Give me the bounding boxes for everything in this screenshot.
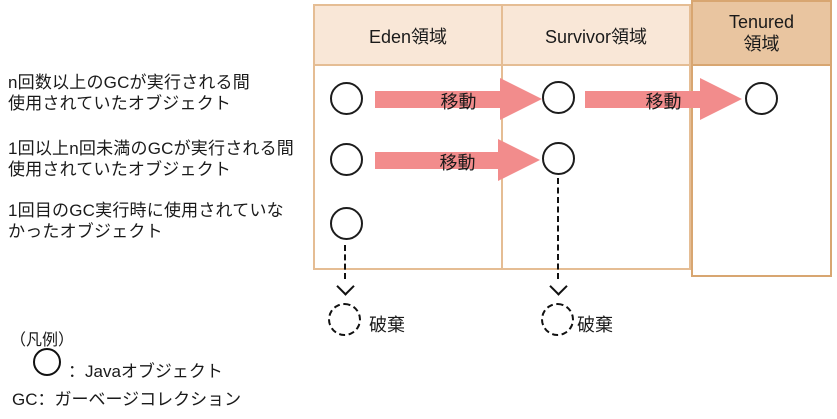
move-arrow-eden-to-survivor-row1: 移動: [375, 78, 542, 120]
legend-title: （凡例）: [10, 332, 75, 349]
eden-survivor-table: Eden領域 Survivor領域: [313, 4, 691, 270]
move-arrow-eden-to-survivor-row2: 移動: [375, 139, 540, 181]
tenured-header: Tenured 領域: [693, 2, 830, 66]
survivor-header: Survivor領域: [544, 27, 647, 47]
discard-dashed-line-survivor: [557, 178, 559, 279]
discard-label-survivor: 破棄: [577, 315, 613, 335]
legend-java-object-label: ：Javaオブジェクト: [68, 362, 223, 381]
tenured-column: Tenured 領域: [691, 0, 832, 277]
arrow-body: [375, 152, 498, 169]
legend-gc-label: GC：ガーベージコレクション: [12, 390, 242, 409]
arrow-head-icon: [500, 78, 542, 120]
move-arrow-label: 移動: [440, 92, 477, 112]
java-object-circle-row3-eden: [330, 207, 363, 240]
java-object-icon: [33, 348, 61, 376]
arrow-head-icon: [700, 78, 742, 120]
arrow-body: [375, 91, 500, 108]
java-object-circle-row2-eden: [330, 143, 363, 176]
row-description-survivor-objects: 1回以上n回未満のGCが実行される間 使用されていたオブジェクト: [8, 139, 295, 179]
java-object-circle-row2-survivor: [542, 142, 575, 175]
eden-header: Eden領域: [368, 27, 448, 47]
move-arrow-label: 移動: [645, 92, 682, 112]
row-description-tenured-objects: n回数以上のGCが実行される間 使用されていたオブジェクト: [8, 73, 250, 113]
discard-arrowhead-icon-survivor: [549, 277, 568, 296]
row-description-unused-objects: 1回目のGC実行時に使用されていな かったオブジェクト: [8, 201, 284, 241]
discard-arrowhead-icon-eden: [336, 277, 355, 296]
column-divider: [501, 6, 503, 268]
move-arrow-survivor-to-tenured-row1: 移動: [585, 78, 742, 120]
discard-circle-eden: [328, 303, 361, 336]
java-object-circle-row1-survivor: [542, 81, 575, 114]
move-arrow-label: 移動: [439, 153, 476, 173]
arrow-body: [585, 91, 700, 108]
java-object-circle-row1-eden: [330, 82, 363, 115]
java-object-circle-row1-tenured: [745, 82, 778, 115]
discard-label-eden: 破棄: [369, 315, 405, 335]
discard-dashed-line-eden: [344, 245, 346, 279]
discard-circle-survivor: [541, 303, 574, 336]
arrow-head-icon: [498, 139, 540, 181]
